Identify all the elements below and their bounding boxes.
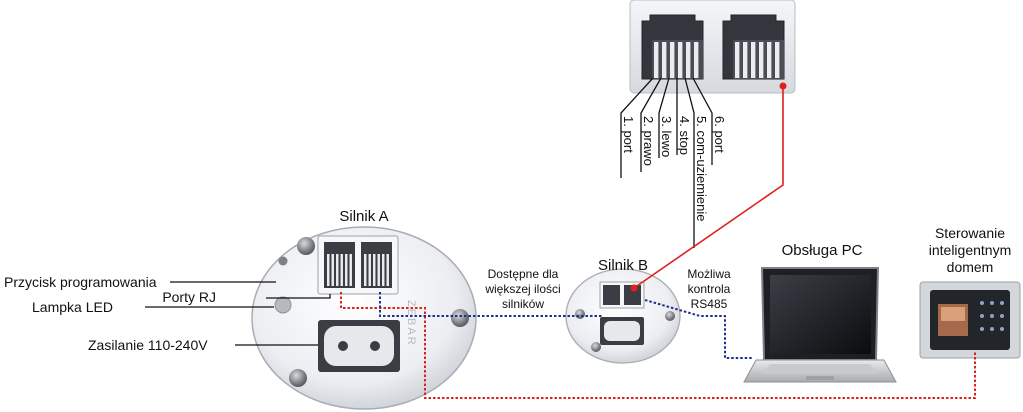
- screw-icon: [591, 342, 601, 352]
- jack-contact: [654, 42, 659, 78]
- rj-ports-a-contacts: [327, 254, 389, 286]
- motor-b-housing: [565, 268, 681, 364]
- jack-contact: [368, 254, 371, 286]
- screw-icon: [575, 309, 585, 319]
- jack-contact: [670, 42, 675, 78]
- pin-label-3: 3. lewo: [659, 116, 674, 157]
- pin-label-5: 5. com-uziemienie: [694, 116, 709, 222]
- jack-contact: [751, 42, 756, 78]
- pin-label-2: 2. prawo: [641, 116, 656, 166]
- jack-contact: [382, 254, 385, 286]
- jack-contact: [327, 254, 330, 286]
- pin-label-4: 4. stop: [677, 116, 692, 155]
- screw-icon: [665, 311, 675, 321]
- blue-dotted-wire-b-pc: [644, 299, 752, 359]
- jack-contact: [743, 42, 748, 78]
- prog-button-label: Przycisk programowania: [4, 274, 157, 290]
- jack-contact: [775, 42, 780, 78]
- jack-contact: [767, 42, 772, 78]
- jack-contact: [694, 42, 699, 78]
- jack-contact: [678, 42, 683, 78]
- jack-contact: [386, 254, 389, 286]
- pin-labels: 1. port 2. prawo 3. lewo 4. stop 5. com-…: [621, 116, 727, 222]
- motor-a-title: Silnik A: [339, 208, 388, 225]
- smart-home-title-line-2: inteligentnym: [929, 242, 1012, 258]
- label-pointers: [145, 281, 331, 346]
- rj-jack-contacts: [654, 42, 780, 78]
- jack-contact: [686, 42, 691, 78]
- program-button: [278, 256, 288, 266]
- rj-connector-closeup: [629, 0, 796, 94]
- pin-leader-lines: [620, 77, 713, 248]
- screw-icon: [297, 237, 315, 255]
- red-wire-rj: [630, 82, 787, 292]
- brand-mark: ZEBAR: [405, 300, 417, 347]
- motor-a-housing: ZEBAR: [251, 226, 477, 410]
- pc-title: Obsługa PC: [782, 242, 863, 259]
- laptop-icon: [743, 267, 897, 383]
- screw-icon: [451, 309, 469, 327]
- smart-home-panel: [919, 281, 1021, 359]
- more-motors-line-1: Dostępne dla: [488, 267, 559, 281]
- more-motors-line-3: silników: [502, 297, 544, 311]
- rs485-line-3: RS485: [691, 297, 728, 311]
- red-dotted-wire: [340, 292, 976, 399]
- motor-b-title: Silnik B: [598, 257, 648, 274]
- blue-dotted-wire-a-b: [379, 292, 602, 317]
- led-lamp: [274, 296, 292, 314]
- rs485-line-1: Możliwa: [687, 267, 731, 281]
- led-label: Lampka LED: [32, 299, 113, 315]
- jack-contact: [349, 254, 352, 286]
- jack-contact: [735, 42, 740, 78]
- jack-contact: [373, 254, 376, 286]
- jack-contact: [345, 254, 348, 286]
- rj-ports-label: Porty RJ: [162, 289, 216, 305]
- jack-contact: [759, 42, 764, 78]
- jack-contact: [340, 254, 343, 286]
- pin-label-6: 6. port: [712, 116, 727, 153]
- screw-icon: [289, 369, 307, 387]
- jack-contact: [364, 254, 367, 286]
- jack-contact: [377, 254, 380, 286]
- smart-home-title-line-3: domem: [947, 259, 994, 275]
- power-label: Zasilanie 110-240V: [88, 337, 208, 353]
- jack-contact: [331, 254, 334, 286]
- jack-contact: [336, 254, 339, 286]
- jack-contact: [662, 42, 667, 78]
- rs485-line-2: kontrola: [688, 282, 731, 296]
- more-motors-line-2: większej ilości: [484, 282, 560, 296]
- smart-home-title-line-1: Sterowanie: [935, 225, 1005, 241]
- pin-label-1: 1. port: [621, 116, 636, 153]
